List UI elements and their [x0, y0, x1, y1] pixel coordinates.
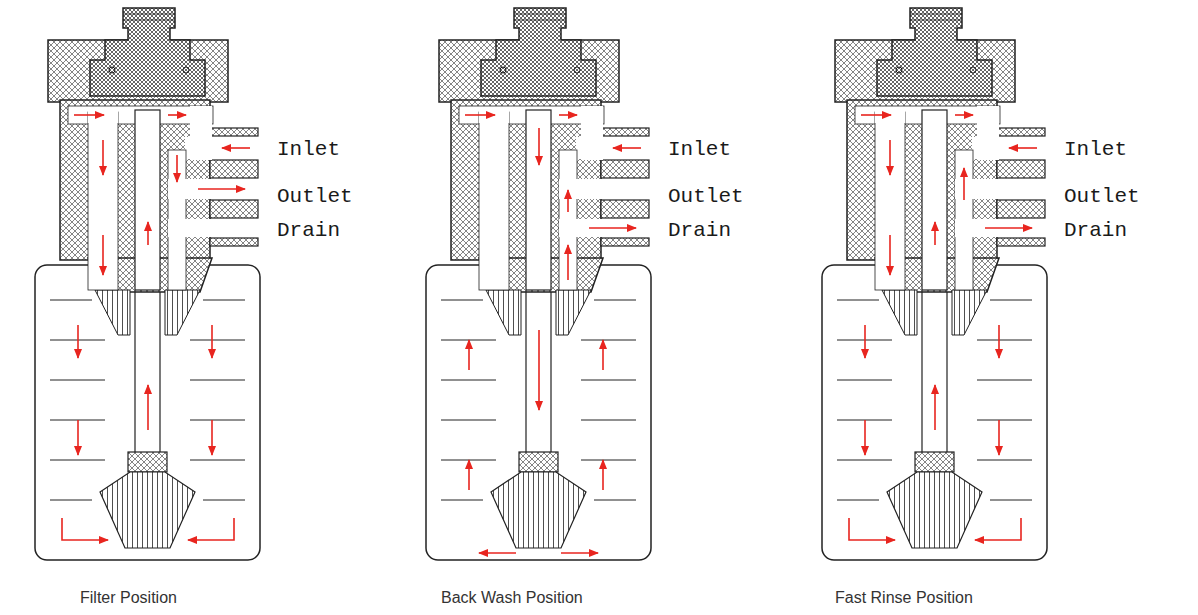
port-label: Outlet — [1064, 185, 1140, 209]
flow-arrows — [849, 115, 1037, 540]
position-caption: Fast Rinse Position — [835, 588, 973, 607]
valve-figure — [426, 8, 651, 560]
position-caption: Filter Position — [80, 588, 177, 607]
port-label: Inlet — [277, 138, 340, 162]
valve-figure — [35, 8, 260, 560]
port-label: Drain — [1064, 219, 1127, 243]
port-label: Drain — [277, 219, 340, 243]
valve-figure — [822, 8, 1047, 560]
port-label: Inlet — [1064, 138, 1127, 162]
port-label: Outlet — [277, 185, 353, 209]
flow-arrows — [62, 115, 250, 540]
port-label: Drain — [668, 219, 731, 243]
position-caption: Back Wash Position — [441, 588, 583, 607]
port-label: Outlet — [668, 185, 744, 209]
port-label: Inlet — [668, 138, 731, 162]
flow-arrows — [465, 115, 641, 553]
